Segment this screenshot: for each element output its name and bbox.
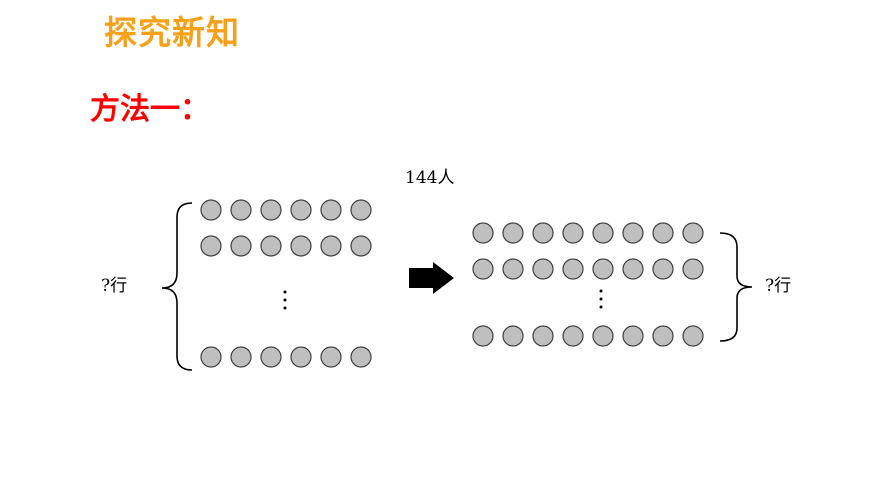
dot [532, 325, 554, 347]
right-dot-row [472, 258, 704, 280]
dot [290, 346, 312, 368]
total-label: 144人 [405, 168, 455, 188]
right-dot-row [472, 222, 704, 244]
dot [622, 258, 644, 280]
right-dot-row [472, 325, 704, 347]
dot [200, 235, 222, 257]
dot [230, 199, 252, 221]
right-rows-label: ?行 [765, 276, 792, 296]
dot [592, 258, 614, 280]
dot [682, 325, 704, 347]
vertical-ellipsis-icon [283, 290, 287, 310]
dot [502, 325, 524, 347]
dot [260, 199, 282, 221]
dot [502, 258, 524, 280]
dot [200, 346, 222, 368]
dot [230, 346, 252, 368]
dot [260, 346, 282, 368]
dot [472, 258, 494, 280]
right-dot-array [472, 222, 704, 347]
page-title: 探究新知 [104, 13, 240, 52]
dot [260, 235, 282, 257]
dot [682, 222, 704, 244]
dot [622, 325, 644, 347]
dot [200, 199, 222, 221]
vertical-ellipsis-icon [599, 289, 603, 309]
dot [592, 325, 614, 347]
dot [502, 222, 524, 244]
dot [652, 258, 674, 280]
right-arrow-icon [409, 262, 454, 294]
dot [320, 199, 342, 221]
dot [472, 325, 494, 347]
dot [562, 222, 584, 244]
dot [350, 235, 372, 257]
left-dot-row [200, 346, 372, 368]
dot [622, 222, 644, 244]
dot [532, 222, 554, 244]
dot [562, 258, 584, 280]
right-brace [719, 232, 753, 342]
dot [652, 325, 674, 347]
dot [592, 222, 614, 244]
dot [652, 222, 674, 244]
left-dot-row [200, 235, 372, 257]
dot [472, 222, 494, 244]
dot [320, 235, 342, 257]
dot [290, 199, 312, 221]
dot [230, 235, 252, 257]
dot [320, 346, 342, 368]
left-rows-label: ?行 [101, 276, 128, 296]
dot [350, 346, 372, 368]
dot [350, 199, 372, 221]
dot [562, 325, 584, 347]
left-dot-row [200, 199, 372, 221]
method-heading: 方法一： [90, 92, 210, 127]
dot [682, 258, 704, 280]
left-dot-array [200, 199, 372, 368]
left-brace [161, 202, 193, 371]
dot [290, 235, 312, 257]
dot [532, 258, 554, 280]
